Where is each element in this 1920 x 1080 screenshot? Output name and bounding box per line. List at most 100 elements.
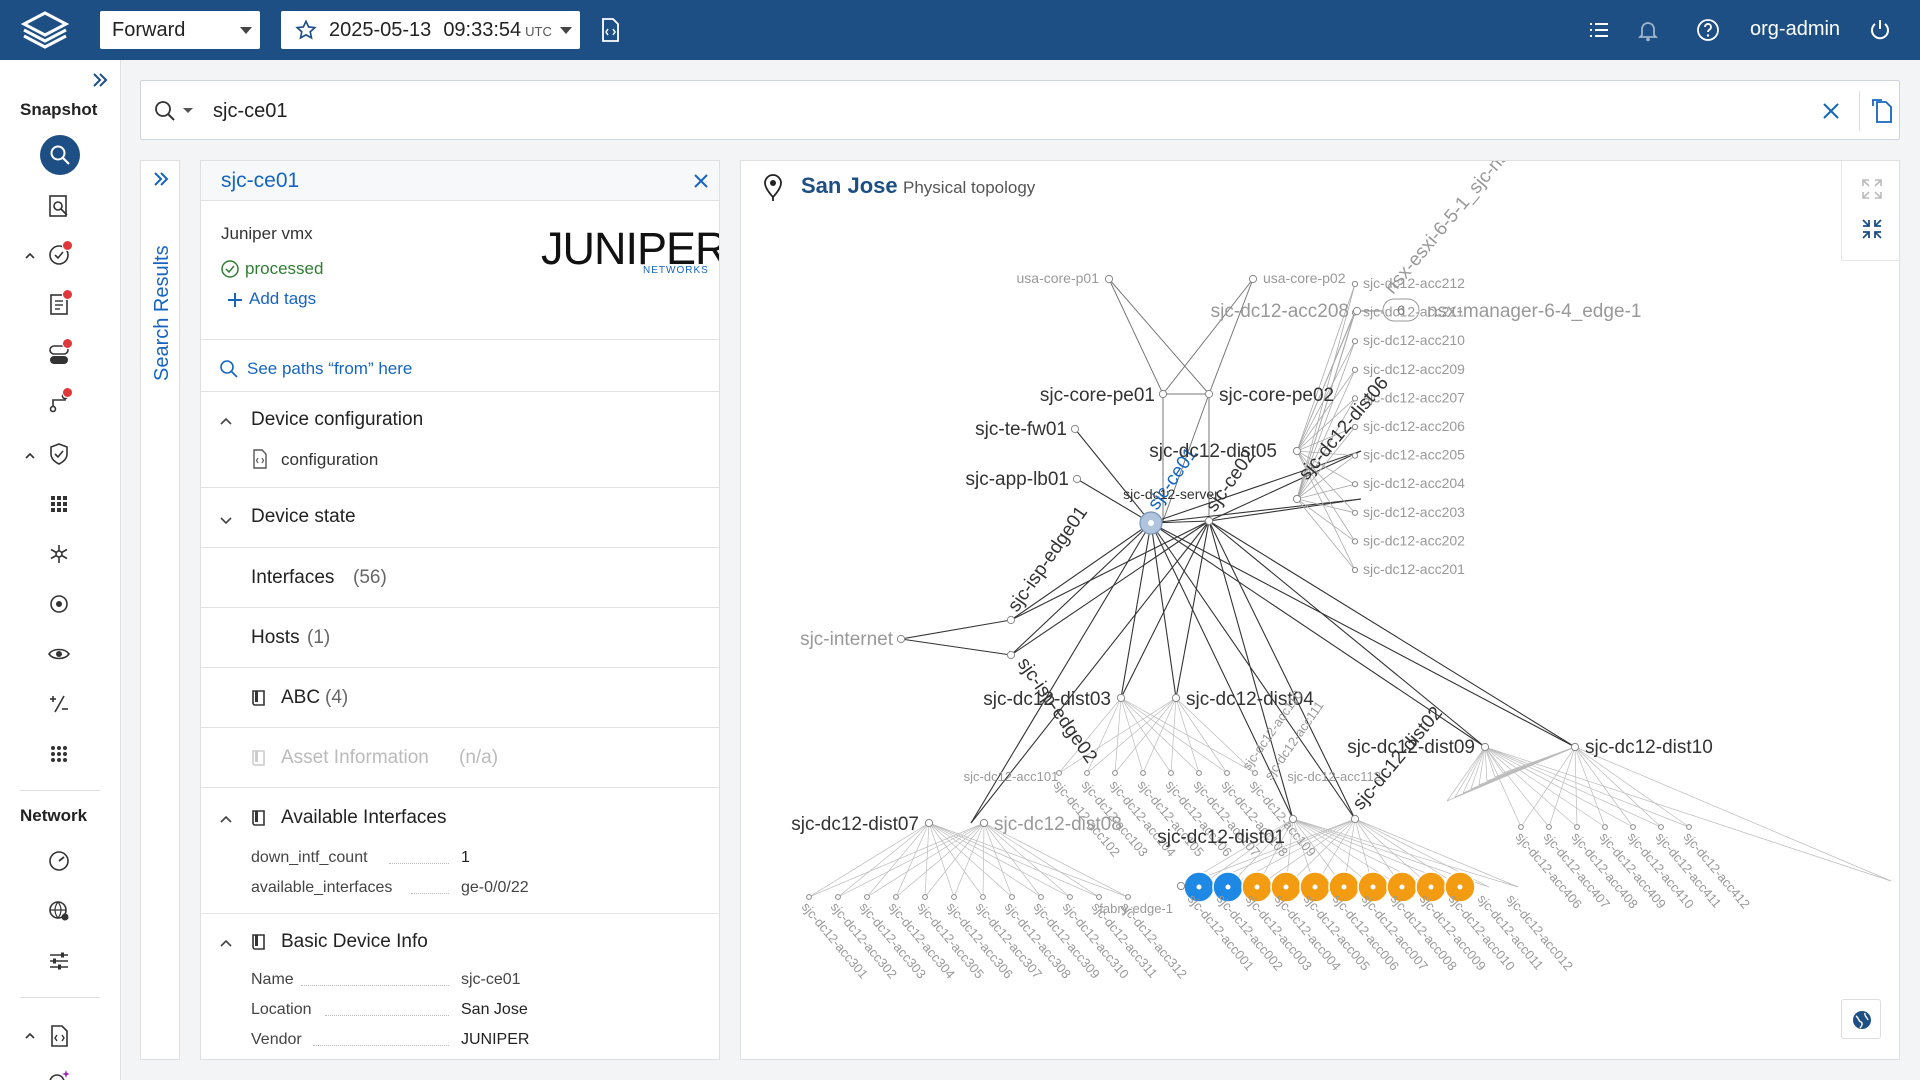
dist08-label[interactable]: sjc-dc12-dist08 xyxy=(994,814,1122,835)
dist04-label[interactable]: sjc-dc12-dist04 xyxy=(1186,689,1314,710)
acc208-label[interactable]: sjc-dc12-acc208 xyxy=(1211,301,1349,322)
acc-bl-1-node[interactable] xyxy=(835,894,841,900)
internet-node[interactable] xyxy=(896,634,906,644)
acc-right-8-label[interactable]: sjc-dc12-acc203 xyxy=(1363,504,1465,520)
star-icon[interactable] xyxy=(295,19,317,41)
acc-br-4-node[interactable] xyxy=(1630,824,1636,830)
fabry-label[interactable]: fabry-edge-1 xyxy=(1099,901,1173,916)
acc-bl-11-node[interactable] xyxy=(1125,894,1131,900)
acc-right-6-label[interactable]: sjc-dc12-acc205 xyxy=(1363,447,1465,463)
interfaces-row[interactable]: Interfaces (56) xyxy=(201,547,719,607)
acc-right-3-node[interactable] xyxy=(1351,366,1359,373)
acc-mid-5-node[interactable] xyxy=(1196,770,1202,776)
device-configuration-header[interactable]: Device configuration xyxy=(251,409,424,430)
search-input[interactable] xyxy=(213,95,1813,127)
chevron-up-icon[interactable] xyxy=(24,250,36,262)
device-search-icon[interactable] xyxy=(45,192,73,220)
acc-right-3-label[interactable]: sjc-dc12-acc209 xyxy=(1363,361,1465,377)
acc-right-6-node[interactable] xyxy=(1351,452,1359,459)
user-menu[interactable]: org-admin xyxy=(1750,18,1841,40)
dist02-label[interactable]: sjc-dc12-dist02 xyxy=(1349,703,1447,814)
acc-bl-9-node[interactable] xyxy=(1067,894,1073,900)
te-fw01-label[interactable]: sjc-te-fw01 xyxy=(975,419,1067,440)
usa-core-p02-label[interactable]: usa-core-p02 xyxy=(1263,270,1346,286)
shield-check-icon[interactable] xyxy=(45,440,73,468)
basic-device-info-header[interactable]: Basic Device Info xyxy=(281,931,428,952)
acc-mid-6-node[interactable] xyxy=(1224,770,1230,776)
dist08-node[interactable] xyxy=(979,818,989,828)
acc-mid-2-node[interactable] xyxy=(1112,770,1118,776)
acc-br-2-node[interactable] xyxy=(1574,824,1580,830)
check-circle-icon[interactable] xyxy=(45,240,73,268)
usa-core-p01-node[interactable] xyxy=(1104,274,1114,284)
isp-edge02-label[interactable]: sjc-isp-edge02 xyxy=(1013,654,1101,767)
acc-right-9-node[interactable] xyxy=(1351,538,1359,545)
collapse-view-icon[interactable] xyxy=(1860,217,1884,241)
usa-core-p02-node[interactable] xyxy=(1248,274,1258,284)
name-value[interactable]: sjc-ce01 xyxy=(461,971,521,988)
acc-bl-10-node[interactable] xyxy=(1096,894,1102,900)
expand-results-icon[interactable] xyxy=(151,169,171,189)
snapshot-file-icon[interactable] xyxy=(596,16,624,44)
eye-icon[interactable] xyxy=(45,640,73,668)
dist05-label[interactable]: sjc-dc12-dist05 xyxy=(1149,441,1277,462)
core-pe01-label[interactable]: sjc-core-pe01 xyxy=(1040,385,1155,406)
chevron-up-icon[interactable] xyxy=(24,1030,36,1042)
dashboard-gauge-icon[interactable] xyxy=(45,847,73,875)
acc208-node[interactable] xyxy=(1352,306,1362,316)
acc-right-7-label[interactable]: sjc-dc12-acc204 xyxy=(1363,475,1465,491)
sliders-icon[interactable] xyxy=(45,947,73,975)
core-pe01-node[interactable] xyxy=(1158,389,1168,399)
acc101-label[interactable]: sjc-dc12-acc101 xyxy=(964,769,1059,784)
isp-edge01-label[interactable]: sjc-isp-edge01 xyxy=(1004,503,1092,616)
ce02-node[interactable] xyxy=(1204,516,1214,526)
acc-mid-3-node[interactable] xyxy=(1140,770,1146,776)
server-label[interactable]: sjc-dc12-server xyxy=(1123,486,1219,502)
network-snowflake-icon[interactable] xyxy=(45,540,73,568)
search-results-tab[interactable]: Search Results xyxy=(143,221,177,421)
acc-mid-4-node[interactable] xyxy=(1168,770,1174,776)
copy-document-icon[interactable] xyxy=(1869,97,1895,125)
nsx-cluster-badge[interactable] xyxy=(1382,298,1420,322)
acc-bl-2-node[interactable] xyxy=(864,894,870,900)
isp-edge01-node[interactable] xyxy=(1006,615,1016,625)
acc-right-8-node[interactable] xyxy=(1351,509,1359,516)
acc-br-1-node[interactable] xyxy=(1546,824,1552,830)
ai-assistant-icon[interactable] xyxy=(45,1066,73,1080)
acc-mid-7-node[interactable] xyxy=(1252,770,1258,776)
search-scope-icon[interactable] xyxy=(153,99,195,123)
topology-graph[interactable]: sjc-dc12-acc212sjc-dc12-acc211sjc-dc12-a… xyxy=(741,161,1900,1060)
dist05-node[interactable] xyxy=(1292,446,1302,456)
close-icon[interactable] xyxy=(691,171,711,191)
dist02-node[interactable] xyxy=(1350,814,1360,824)
core-pe02-node[interactable] xyxy=(1204,389,1214,399)
acc-br-0-node[interactable] xyxy=(1518,824,1524,830)
configuration-link[interactable]: configuration xyxy=(281,450,379,469)
acc-right-2-label[interactable]: sjc-dc12-acc210 xyxy=(1363,332,1465,348)
acc-right-10-label[interactable]: sjc-dc12-acc201 xyxy=(1363,561,1465,577)
nav-search[interactable] xyxy=(40,135,80,175)
report-icon[interactable] xyxy=(45,290,73,318)
acc-bl-6-node[interactable] xyxy=(980,894,986,900)
matrix-icon[interactable] xyxy=(45,490,73,518)
dist01-label[interactable]: sjc-dc12-dist01 xyxy=(1157,827,1285,848)
site-name[interactable]: San Jose xyxy=(801,173,898,198)
dist09-label[interactable]: sjc-dc12-dist09 xyxy=(1347,737,1475,758)
acc-bl-3-node[interactable] xyxy=(893,894,899,900)
diff-icon[interactable] xyxy=(45,690,73,718)
chevron-up-icon[interactable] xyxy=(219,415,233,429)
fullscreen-icon[interactable] xyxy=(1860,177,1884,201)
nsx-edge-label[interactable]: nsx-manager-6-4_edge-1 xyxy=(1427,301,1641,322)
map-view-button[interactable] xyxy=(1841,999,1881,1039)
acc-mid-1-node[interactable] xyxy=(1084,770,1090,776)
dist03-node[interactable] xyxy=(1116,693,1126,703)
dist10-node[interactable] xyxy=(1570,742,1580,752)
available-interfaces-header[interactable]: Available Interfaces xyxy=(281,807,447,828)
acc112-label[interactable]: sjc-dc12-acc112 xyxy=(1287,769,1381,784)
available-interfaces-value[interactable]: ge-0/0/22 xyxy=(461,879,529,896)
nsx-cluster-count-label[interactable]: 6 xyxy=(1397,302,1405,318)
usa-core-p01-label[interactable]: usa-core-p01 xyxy=(1017,270,1100,286)
acc-bl-0-node[interactable] xyxy=(806,894,812,900)
acc-bl-4-node[interactable] xyxy=(922,894,928,900)
config-file-icon[interactable] xyxy=(45,1022,73,1050)
